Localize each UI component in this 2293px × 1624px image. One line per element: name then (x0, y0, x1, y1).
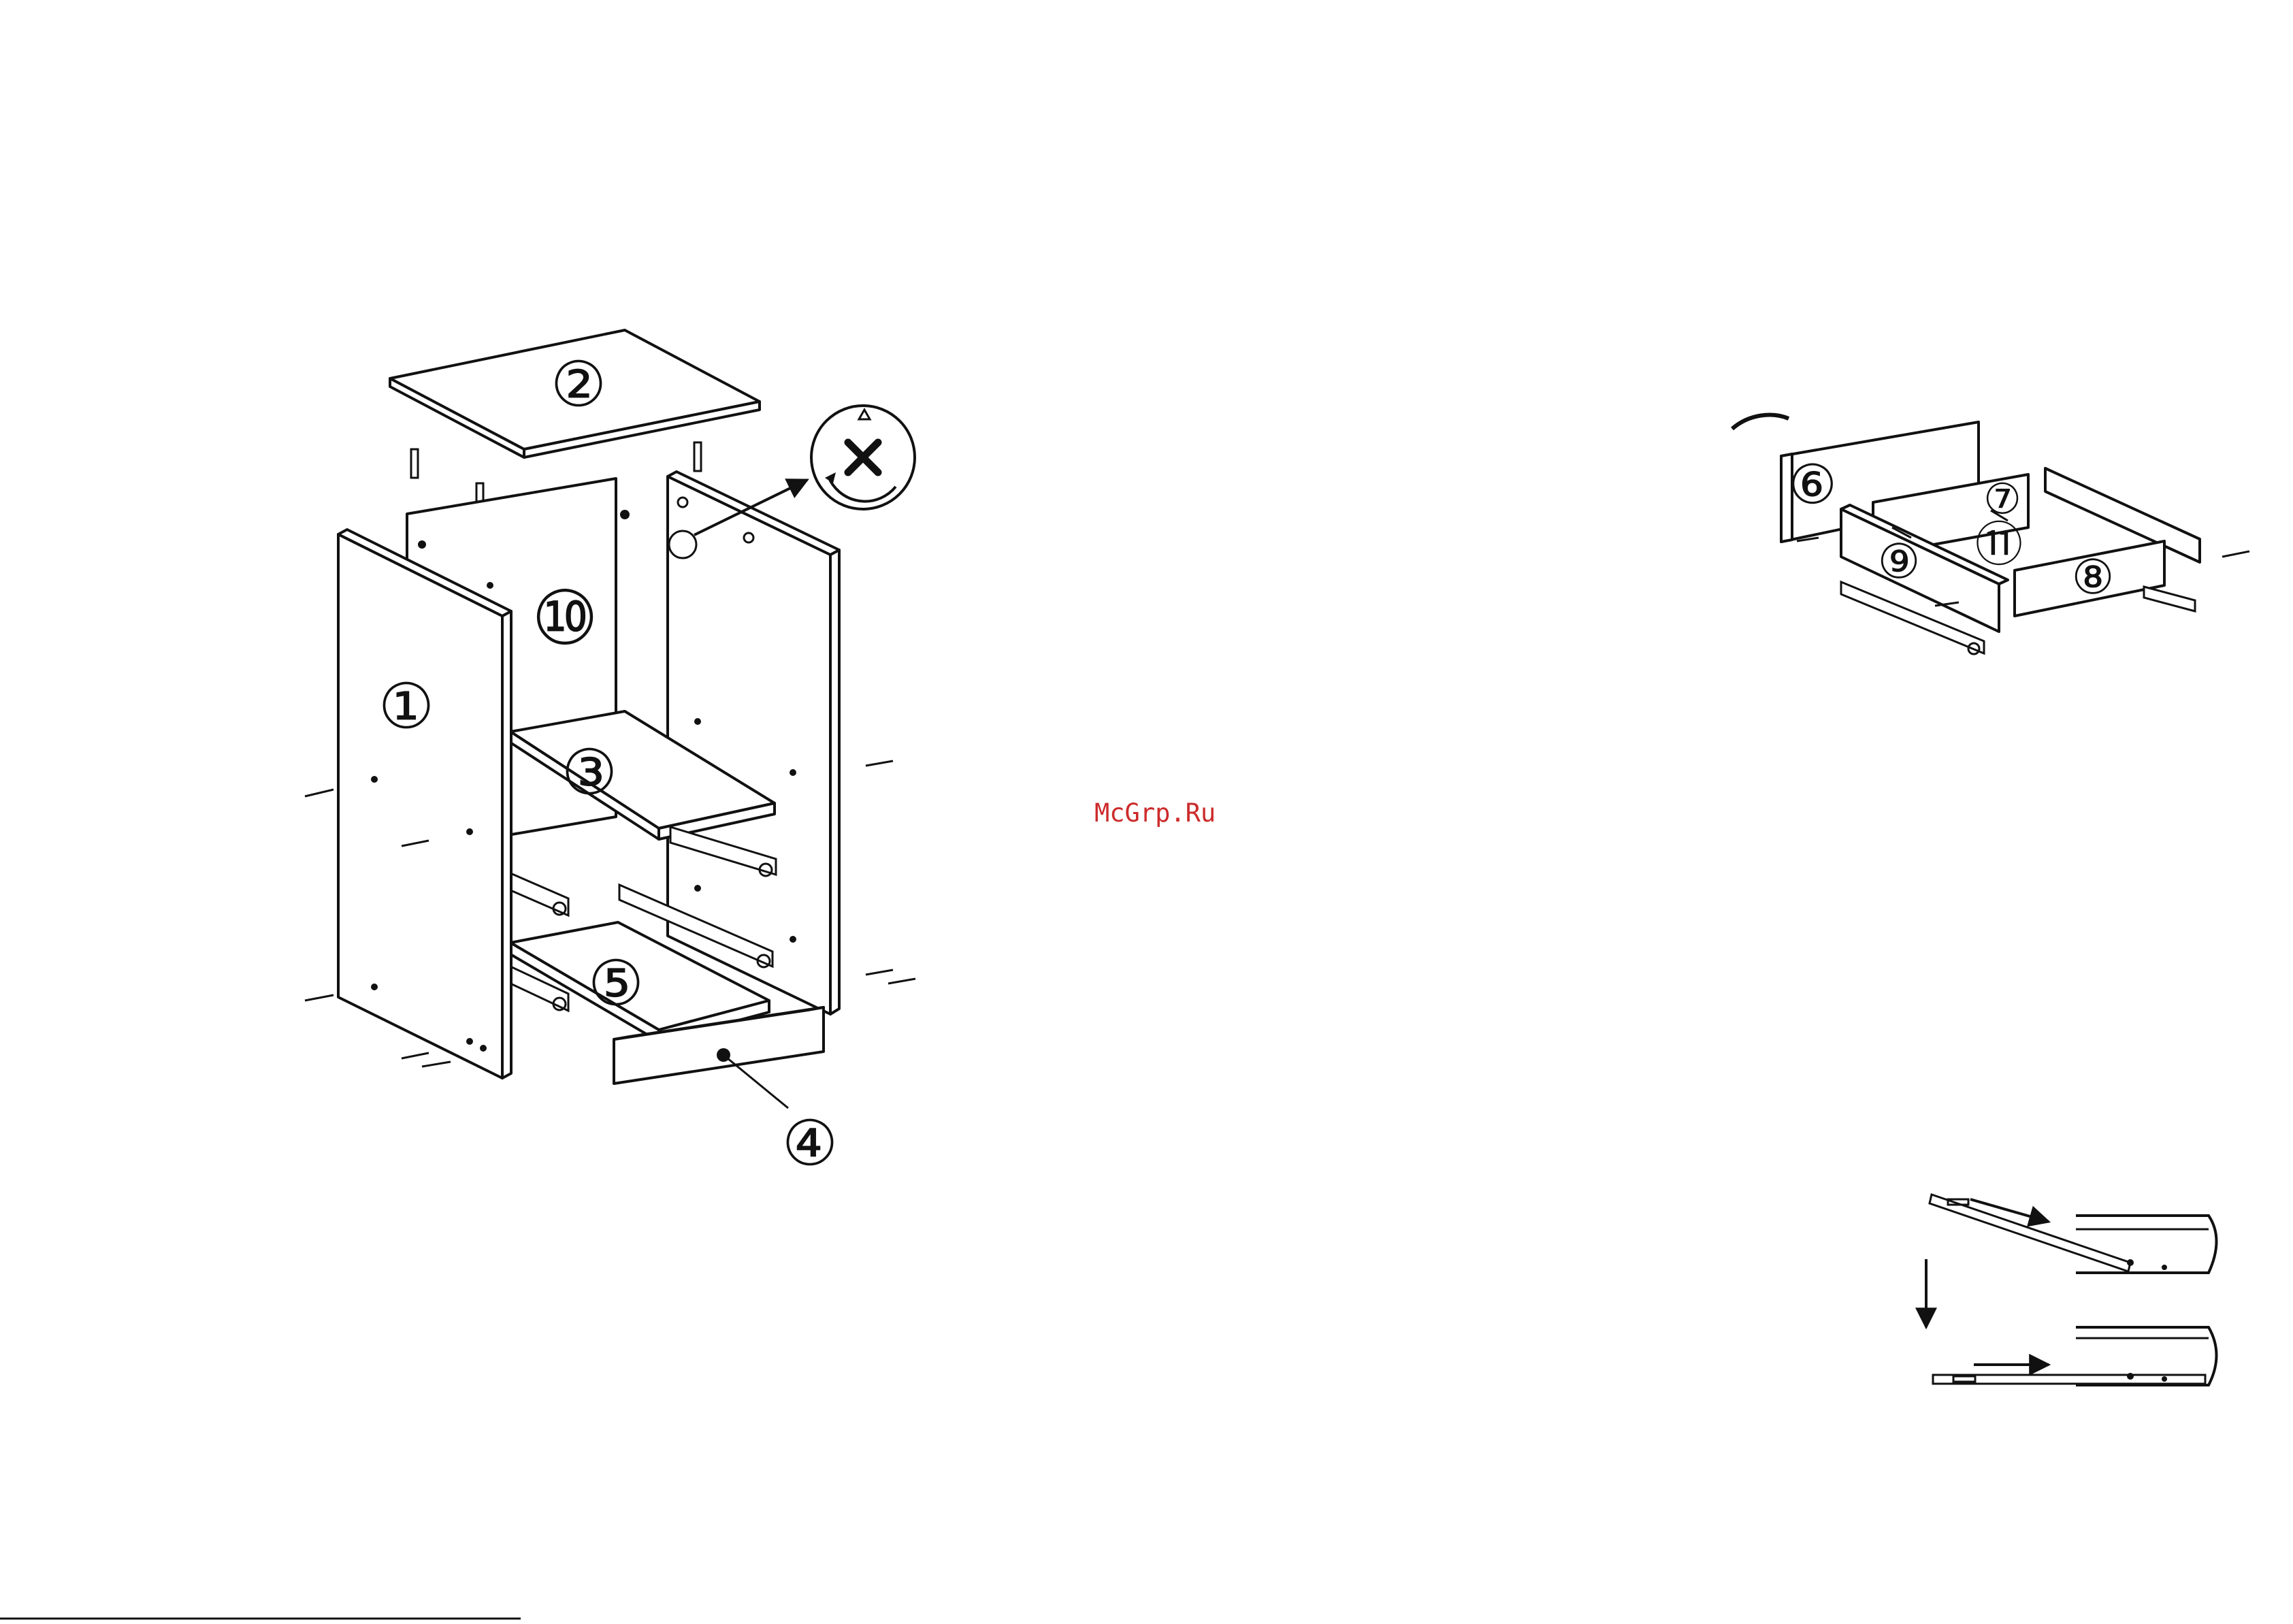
label-drawer-front: ⑥ (1788, 453, 1837, 517)
left-side-panel (338, 530, 511, 1078)
label-drawer-right-side: ⑧ (2072, 549, 2115, 605)
handle-icon (1732, 415, 1789, 429)
watermark-text: McGrp.Ru (1094, 798, 1216, 828)
label-bottom: ⑤ (588, 947, 644, 1020)
label-drawer-front: ④ (782, 1107, 838, 1180)
label-drawer-bottom: ⑪ (1975, 517, 2023, 572)
label-top: ② (551, 348, 606, 421)
drawer-exploded-view: ⑥ ⑦ ⑨ ⑪ ⑧ (1732, 415, 2249, 654)
label-back: ⑩ (532, 574, 599, 662)
rail-step-tilted (1930, 1195, 2217, 1273)
label-side-left: ① (378, 670, 434, 743)
rail-step-inserted (1933, 1327, 2217, 1385)
label-drawer-left-side: ⑨ (1878, 534, 1921, 589)
label-shelf: ③ (562, 736, 617, 809)
rail-insertion-steps (1926, 1195, 2217, 1385)
cabinet-exploded-view: ② ⑩ ① ③ ⑤ ④ (305, 330, 915, 1180)
